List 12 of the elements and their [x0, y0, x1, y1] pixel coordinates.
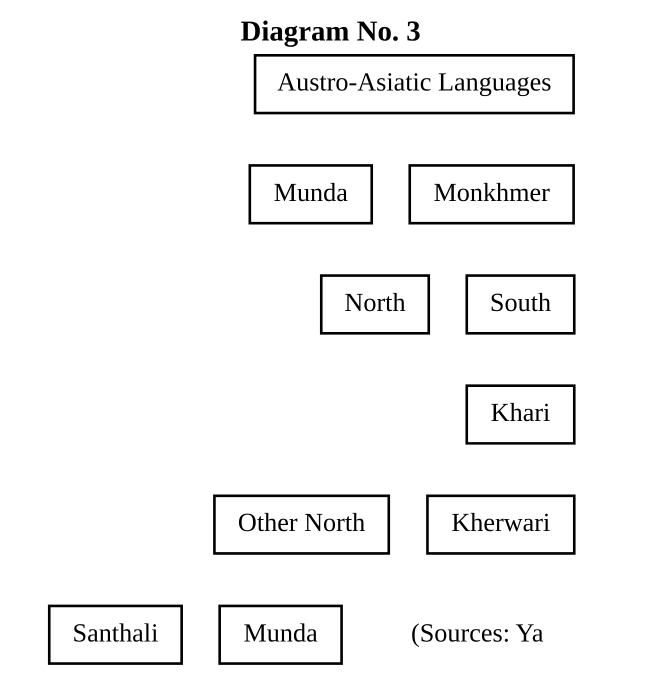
node-box: South: [465, 274, 576, 335]
node-box: Other North: [213, 494, 390, 555]
label: (Sources: Ya: [411, 618, 544, 648]
diagram-title: Diagram No. 3: [240, 15, 421, 48]
node-box: Munda: [218, 604, 343, 665]
node-box: Munda: [248, 164, 374, 224]
node-box: Austro-Asiatic Languages: [254, 54, 575, 114]
node-box: Khari: [465, 384, 576, 445]
node-box: Monkhmer: [408, 164, 575, 224]
node-box: North: [320, 274, 430, 335]
node-box: Kherwari: [426, 494, 576, 555]
node-box: Santhali: [48, 604, 183, 665]
